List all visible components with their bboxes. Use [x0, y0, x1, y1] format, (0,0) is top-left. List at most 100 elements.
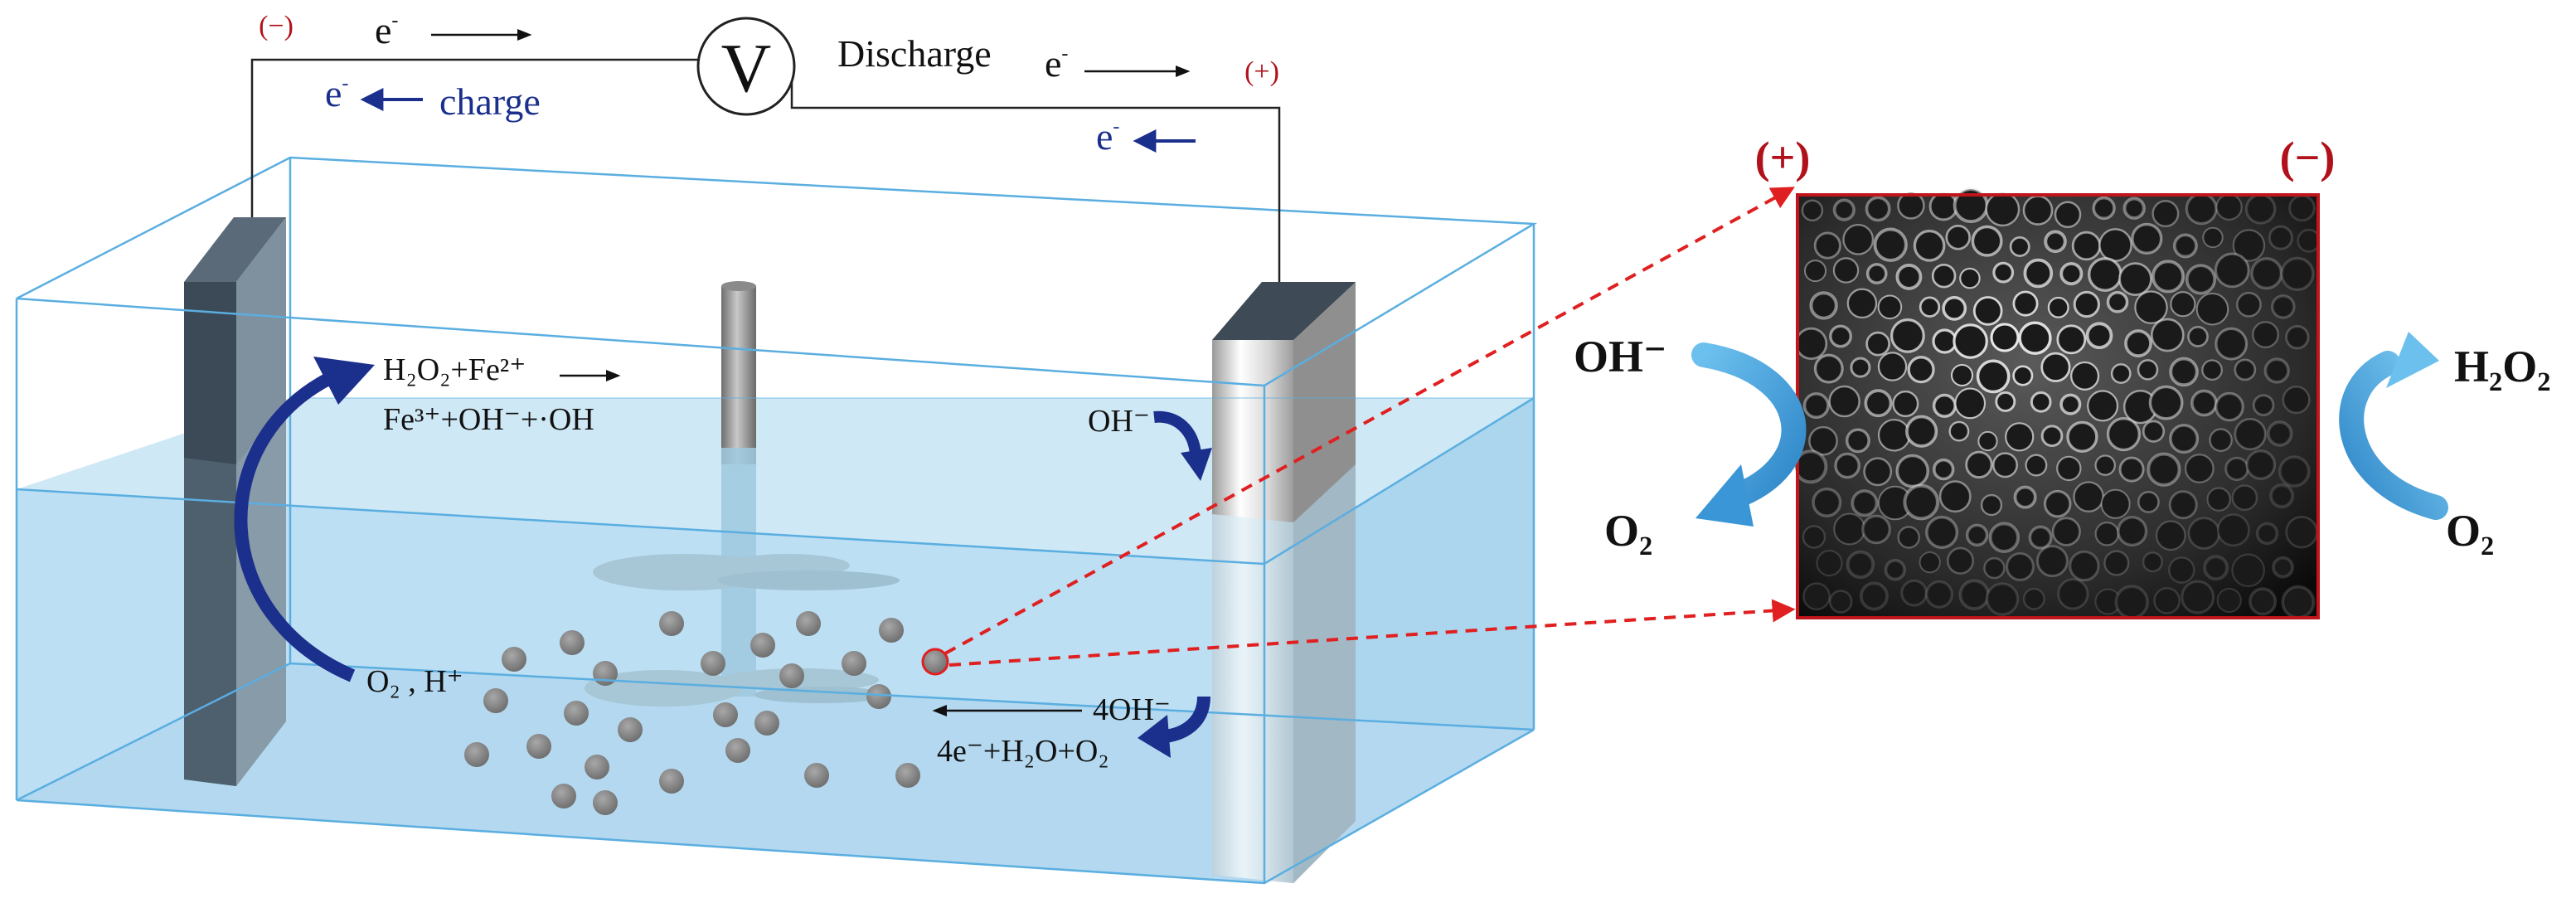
catalyst-particle — [585, 755, 609, 779]
discharge-label: Discharge — [837, 32, 992, 75]
catalyst-particle — [866, 684, 891, 709]
pore — [2190, 389, 2218, 417]
oxygen-proton-input: O₂ , H⁺ — [366, 664, 463, 699]
pore — [2071, 231, 2102, 261]
pore — [1897, 192, 1925, 220]
pore — [1925, 516, 1959, 549]
pore — [1954, 387, 1987, 420]
pore — [2203, 555, 2229, 581]
pore — [1842, 223, 1875, 255]
pore — [1813, 231, 1841, 260]
pore — [1845, 428, 1870, 454]
pore — [2184, 454, 2215, 483]
pore — [2268, 225, 2293, 250]
pore — [2297, 228, 2321, 253]
pore — [2215, 327, 2249, 361]
catalyst-particles — [464, 611, 920, 815]
pore — [2142, 551, 2163, 573]
pore — [1905, 415, 1938, 448]
pore — [1965, 450, 1993, 479]
panel-oxygen-in: O₂ — [2446, 506, 2494, 556]
catalyst-particle — [593, 661, 618, 686]
pore — [2168, 556, 2195, 584]
pore — [2047, 296, 2069, 318]
pore — [2025, 454, 2048, 477]
catalyst-particle — [804, 763, 829, 788]
pore — [2250, 257, 2283, 290]
pore — [2030, 391, 2052, 413]
pore — [2280, 256, 2315, 291]
pore — [2137, 359, 2159, 381]
pore — [2028, 525, 2053, 550]
catalyst-particle — [483, 688, 508, 713]
pore — [2106, 291, 2129, 313]
pore — [2057, 578, 2089, 610]
pore — [1865, 263, 1888, 284]
pore — [2131, 222, 2163, 255]
catalyst-particle — [895, 763, 920, 788]
pore — [2023, 258, 2054, 289]
pore — [1942, 296, 1967, 321]
panel-oxygen-out: O₂ — [1604, 506, 1652, 556]
catalyst-particle — [754, 711, 779, 736]
pore — [2185, 192, 2218, 226]
svg-text:e-: e- — [375, 9, 398, 51]
charge-electron-flow-right: e- — [1096, 115, 1196, 158]
pore — [2282, 386, 2311, 415]
pore — [1985, 192, 2021, 227]
pore — [1959, 267, 1981, 289]
pore — [1976, 359, 2011, 394]
pore — [2288, 194, 2316, 222]
pore — [1812, 487, 1842, 517]
water-surface — [17, 398, 1534, 564]
svg-text:e-: e- — [325, 72, 348, 114]
pore — [1977, 430, 1998, 452]
pore — [2281, 585, 2316, 619]
pore — [1945, 225, 1971, 250]
pore — [1813, 353, 1844, 384]
pore — [1992, 261, 2015, 284]
pore — [2236, 291, 2262, 318]
pore — [1965, 523, 1989, 546]
pore — [2231, 553, 2266, 588]
catalyst-particle — [551, 784, 576, 808]
catalyst-particle — [750, 633, 775, 658]
pore — [1980, 493, 2003, 517]
catalyst-particle — [701, 651, 725, 676]
pore — [1861, 514, 1891, 545]
pore — [2118, 456, 2145, 483]
pore — [1877, 419, 1911, 452]
pore — [2185, 264, 2217, 295]
pore — [2215, 391, 2244, 422]
pore — [1801, 199, 1824, 221]
oer-products: 4e⁻+H₂O+O₂ — [937, 734, 1109, 769]
micrograph-positive-label: (+) — [1755, 133, 1811, 182]
pore — [1900, 579, 1928, 607]
pore — [2249, 587, 2278, 616]
pore — [1873, 227, 1908, 262]
pore — [1903, 483, 1939, 521]
pore — [1863, 457, 1893, 487]
pore — [2285, 515, 2318, 549]
catalyst-particle — [618, 717, 643, 742]
pore — [2040, 425, 2064, 448]
pore — [2094, 454, 2116, 476]
oer-reactant: 4OH⁻ — [1093, 692, 1171, 727]
catalyst-particle — [779, 663, 804, 688]
pore — [1951, 364, 1973, 386]
pore — [1947, 546, 1975, 575]
pore — [2170, 291, 2196, 318]
pore — [2117, 516, 2148, 547]
pore — [2073, 290, 2100, 318]
pore — [1897, 526, 1920, 549]
charge-label: charge — [439, 80, 541, 123]
micrograph-negative-label: (−) — [2280, 133, 2336, 182]
pore — [2012, 365, 2034, 386]
pore — [1938, 480, 1972, 513]
pore — [1983, 556, 2006, 580]
fenton-products: Fe³⁺+OH⁻+·OH — [383, 402, 594, 437]
pore — [2187, 517, 2220, 550]
catalyst-particle — [464, 742, 489, 767]
pore — [2069, 550, 2100, 582]
catalyst-particle — [842, 651, 866, 676]
